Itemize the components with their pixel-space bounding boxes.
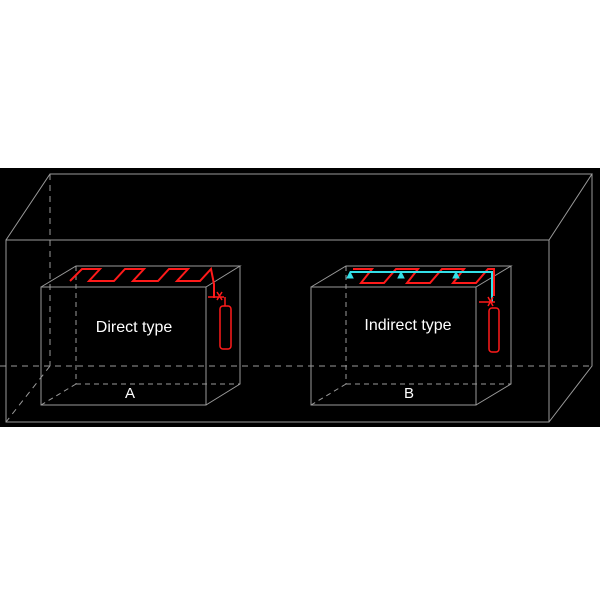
box-b-hidden-diagonal [310, 383, 347, 406]
box-a-title: Direct type [96, 319, 173, 336]
outer-room-right-face [548, 174, 593, 423]
outer-room-front-face [5, 239, 550, 423]
direct-extinguisher-cylinder [219, 305, 232, 350]
box-a-front-face [40, 286, 207, 406]
direct-detector-tube [69, 266, 215, 298]
box-b: Indirect type B [310, 265, 513, 406]
indirect-detector-tube [353, 268, 495, 296]
box-a-top-face [40, 265, 242, 288]
nozzle-icon-2 [397, 270, 405, 279]
outer-room-top-face [5, 173, 593, 241]
box-a: Direct type A [40, 265, 242, 406]
direct-valve-icon [208, 291, 224, 301]
box-b-title: Indirect type [364, 317, 451, 334]
indirect-extinguisher-cylinder [488, 307, 500, 353]
box-a-letter: A [125, 385, 135, 402]
box-a-hidden-diagonal [40, 383, 77, 406]
box-a-right-face [205, 266, 241, 406]
indirect-valve-icon [479, 296, 495, 307]
outer-room-hidden-diagonal [5, 365, 51, 423]
box-b-front-face [310, 286, 477, 406]
nozzle-icon-3 [452, 270, 460, 279]
indirect-discharge-pipe [350, 271, 493, 302]
box-b-letter: B [404, 385, 414, 402]
nozzle-icon-1 [346, 270, 354, 279]
outer-room [0, 173, 593, 423]
